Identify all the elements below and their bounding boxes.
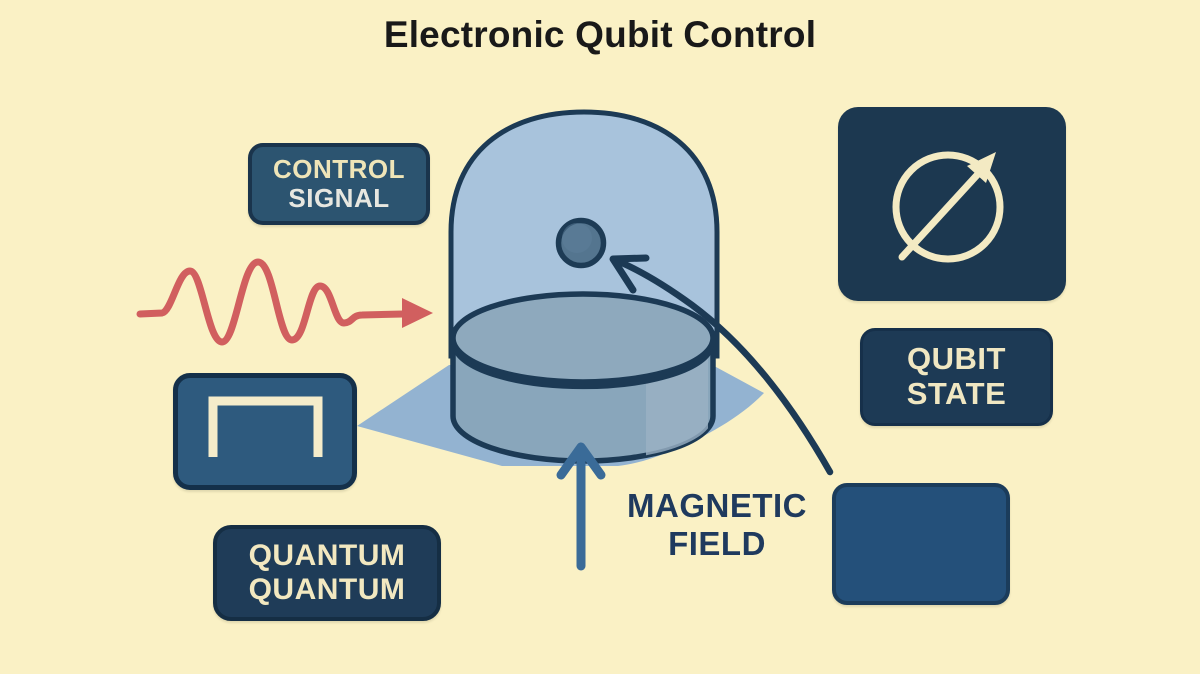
qubit-state-box: QUBIT STATE: [860, 328, 1053, 426]
control-signal-line2: SIGNAL: [288, 183, 390, 213]
sine-wave-arrowhead: [402, 298, 433, 328]
up-arrowhead: [556, 442, 606, 480]
pulse-box: [173, 373, 357, 490]
spin-state-icon-box: [838, 107, 1066, 301]
magnetic-field-line2: FIELD: [668, 524, 766, 562]
control-signal-box: CONTROL SIGNAL: [248, 143, 430, 225]
magnetic-field-line1: MAGNETIC: [627, 487, 807, 524]
control-signal-line1: CONTROL: [272, 154, 406, 185]
page-title: Electronic Qubit Control: [383, 14, 817, 55]
square-pulse-icon: [208, 396, 323, 457]
qubit-state-line2: STATE: [906, 376, 1007, 411]
curved-arrowhead: [609, 254, 650, 294]
circle-arrow-icon: [892, 151, 1004, 263]
quantum-line1: QUANTUM: [248, 539, 406, 573]
quantum-box: QUANTUM QUANTUM: [213, 525, 441, 621]
magnetic-field-label: MAGNETIC FIELD: [603, 487, 831, 562]
quantum-line2: QUANTUM: [248, 573, 406, 606]
sine-wave-arrow-icon: [136, 258, 407, 346]
empty-box: [832, 483, 1010, 605]
qubit-dot-highlight: [562, 223, 592, 253]
cylinder-top: [450, 291, 716, 385]
curved-arrow-icon: [616, 258, 834, 476]
qubit-state-line1: QUBIT: [907, 341, 1006, 377]
cylinder-rim: [452, 348, 714, 390]
